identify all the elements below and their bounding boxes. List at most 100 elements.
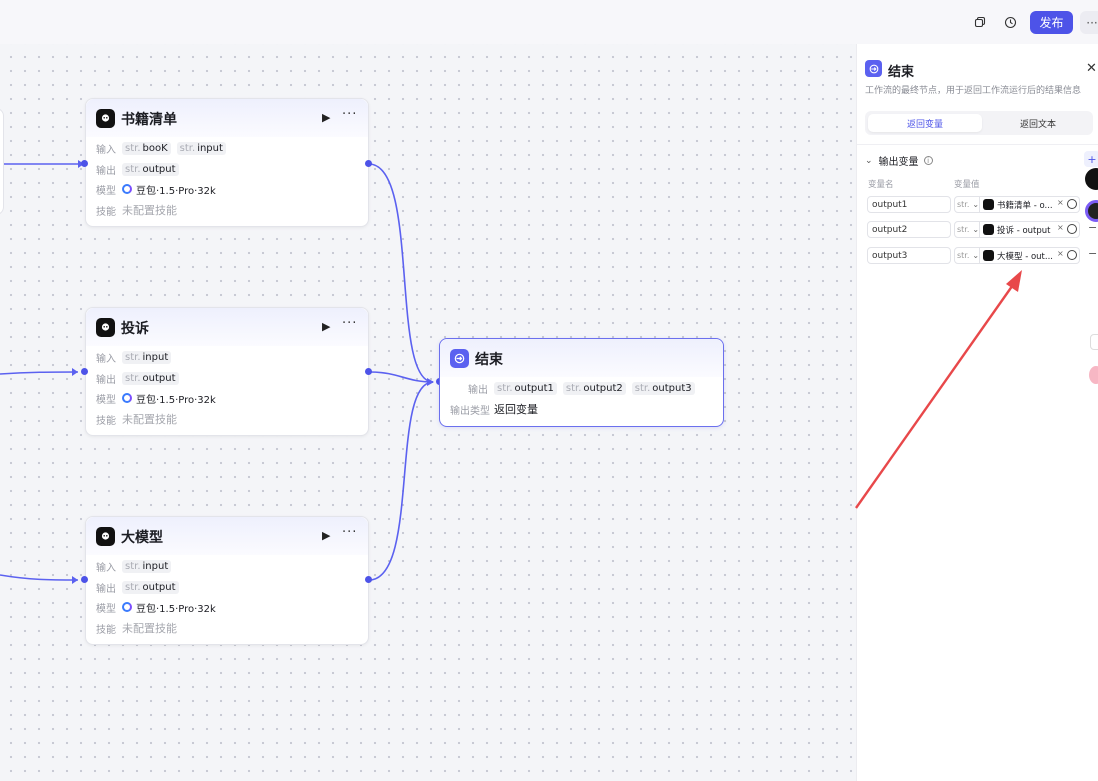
model-name: 豆包·1.5·Pro·32k [136,603,216,615]
clear-icon[interactable]: × [1057,223,1064,232]
more-icon[interactable]: ··· [342,525,358,540]
node-header [86,517,368,555]
offscreen-node[interactable] [0,108,4,215]
doubao-model-icon [122,184,132,194]
node-model-row: 模型 豆包·1.5·Pro·32k [96,390,216,406]
output-port[interactable] [365,576,372,583]
chevron-down-icon: ⌄ [972,200,980,209]
variable-value-ref[interactable]: 投诉 - output [980,221,1080,238]
run-icon[interactable]: ▶ [322,320,331,333]
node-title: 书籍清单 [121,112,177,128]
node-input-row: 输入 str.input [96,558,177,574]
variable-value-ref[interactable]: 大模型 - out... [980,247,1080,264]
column-header-name: 变量名 [868,180,894,190]
row-label: 输入 [96,144,116,156]
doubao-model-icon [122,393,132,403]
exit-icon [865,60,882,77]
remove-variable-icon[interactable]: − [1088,221,1098,234]
panel-tab-bar: 返回变量 返回文本 [865,111,1093,135]
param-tag: str.input [176,141,226,155]
input-port[interactable] [81,368,88,375]
node-output-row: 输出 str.output [96,370,185,386]
variable-type-select[interactable]: str.⌄ [954,221,980,238]
assistant-icon[interactable] [1085,168,1098,190]
param-tag: str.booK [122,141,171,155]
row-label: 模型 [96,185,116,197]
row-label: 输出 [468,384,488,396]
add-variable-button[interactable]: + [1084,151,1098,167]
node-title: 结束 [475,352,503,368]
run-icon[interactable]: ▶ [322,529,331,542]
side-tool-icon[interactable] [1090,334,1098,350]
variable-picker-icon[interactable] [1067,199,1077,209]
clear-icon[interactable]: × [1057,198,1064,207]
model-name: 豆包·1.5·Pro·32k [136,394,216,406]
variable-type-select[interactable]: str.⌄ [954,196,980,213]
param-tag: str.output [122,162,179,176]
input-port[interactable] [81,160,88,167]
end-node[interactable]: 结束 输出 str.output1 str.output2 str.output… [439,338,724,427]
avatar[interactable] [1089,366,1098,384]
row-label: 输出 [96,165,116,177]
more-icon[interactable]: ··· [342,316,358,331]
node-skill-row: 技能 未配置技能 [96,411,177,427]
node-output-row: 输出 str.output [96,579,185,595]
bot-icon [983,199,994,210]
llm-node-large-model[interactable]: 大模型 ▶ ··· 输入 str.input 输出 str.output 模型 … [85,516,369,645]
bot-icon [96,318,115,337]
node-header [86,99,368,137]
llm-node-complaint[interactable]: 投诉 ▶ ··· 输入 str.input 输出 str.output 模型 豆… [85,307,369,436]
run-icon[interactable]: ▶ [322,111,331,124]
bot-icon [96,527,115,546]
output-port[interactable] [365,368,372,375]
bot-icon [983,224,994,235]
close-icon[interactable]: ✕ [1086,61,1097,76]
variable-name-input[interactable]: output1 [867,196,951,213]
model-name: 豆包·1.5·Pro·32k [136,185,216,197]
node-header [86,308,368,346]
publish-button[interactable]: 发布 [1030,11,1073,34]
row-label: 输出 [96,374,116,386]
param-tag: str.output [122,580,179,594]
output-variables-section[interactable]: ⌄ 输出变量 i [865,153,933,168]
remove-variable-icon[interactable]: − [1088,247,1098,260]
node-model-row: 模型 豆包·1.5·Pro·32k [96,181,216,197]
panel-title: 结束 [888,65,915,80]
bot-icon [96,109,115,128]
clear-icon[interactable]: × [1057,249,1064,258]
node-title: 大模型 [121,530,163,546]
input-port[interactable] [81,576,88,583]
top-toolbar: 发布 ··· [0,0,1098,44]
section-title: 输出变量 [878,157,919,168]
node-output-row: 输出 str.output [96,161,185,177]
row-label: 输入 [96,353,116,365]
history-icon[interactable] [999,11,1021,33]
row-label: 模型 [96,394,116,406]
column-header-value: 变量值 [954,180,980,190]
llm-node-book-list[interactable]: 书籍清单 ▶ ··· 输入 str.booK str.input 输出 str.… [85,98,369,227]
variable-picker-icon[interactable] [1067,250,1077,260]
output-port[interactable] [365,160,372,167]
more-icon[interactable]: ··· [342,107,358,122]
more-menu-button[interactable]: ··· [1080,11,1098,34]
variable-picker-icon[interactable] [1067,224,1077,234]
tab-return-text[interactable]: 返回文本 [1019,119,1056,130]
chevron-down-icon[interactable]: ⌄ [865,155,873,166]
variable-name-input[interactable]: output2 [867,221,951,238]
variable-type-select[interactable]: str.⌄ [954,247,980,264]
info-icon[interactable]: i [923,156,933,165]
copy-icon[interactable] [969,11,991,33]
param-tag: str.output2 [562,381,626,395]
row-label: 技能 [96,624,116,636]
end-output-type-row: 输出类型 返回变量 [450,401,538,417]
exit-icon [450,349,469,368]
param-tag: str.output1 [494,381,557,395]
variable-value-ref[interactable]: 书籍清单 - o... [980,196,1080,213]
node-title: 投诉 [121,321,149,337]
assistant-avatar-icon[interactable] [1085,200,1098,222]
output-type-value: 返回变量 [494,403,538,416]
skill-value: 未配置技能 [122,204,177,217]
variable-name-input[interactable]: output3 [867,247,951,264]
panel-description: 工作流的最终节点，用于返回工作流运行后的结果信息 [865,86,1082,96]
tab-return-variables[interactable]: 返回变量 [868,114,982,132]
